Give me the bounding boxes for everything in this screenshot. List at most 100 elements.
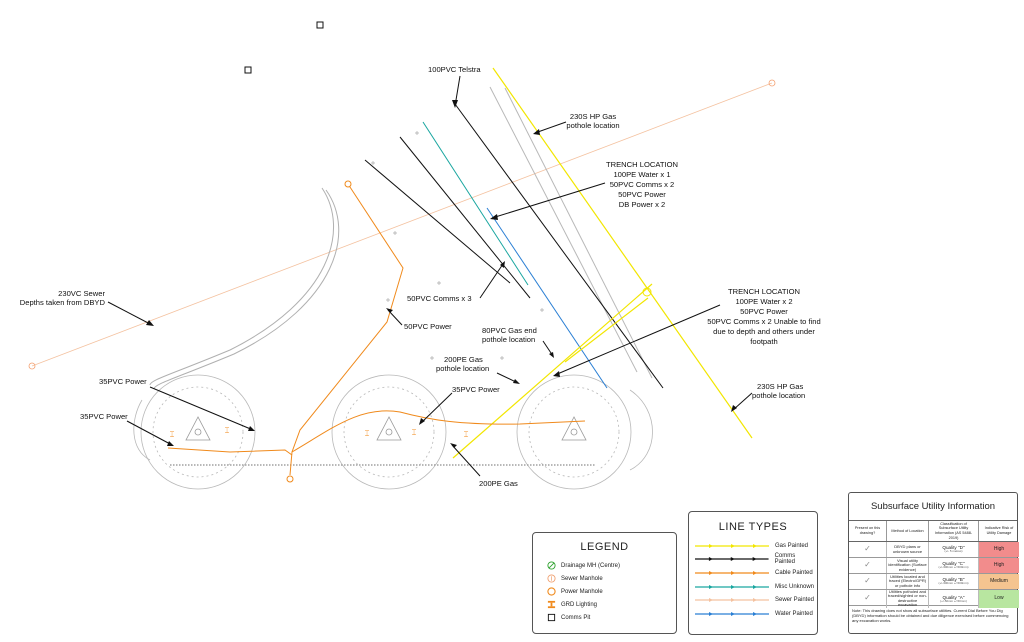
comms-pit-icon xyxy=(545,613,557,623)
label-power-35-a: 35PVC Power xyxy=(99,377,147,386)
leader-arrowheads xyxy=(146,100,737,448)
check-icon: ✓ xyxy=(849,558,887,573)
label-pe-gas-1: 200PE Gas xyxy=(444,355,483,364)
line-swatch xyxy=(695,611,769,616)
label-sewer-2: Depths taken from DBYD xyxy=(20,298,106,307)
line-type-item: Gas Painted xyxy=(689,539,817,553)
line-types-title: LINE TYPES xyxy=(718,521,788,533)
sui-header-class: Classification of Subsurface Utility Inf… xyxy=(929,521,979,541)
sui-row: ✓Utilities potholed and traced/sighted o… xyxy=(849,589,1019,608)
sui-method: DBYD plans or unknown source xyxy=(887,542,929,557)
comms-lines xyxy=(364,103,664,389)
sui-quality: Quality "B"(+/-300mm +/-500mm) xyxy=(929,574,979,589)
legend-item-label: Comms Pit xyxy=(561,614,591,621)
legend-item-label: Power Manhole xyxy=(561,588,603,595)
kerb-line xyxy=(133,399,151,461)
sui-risk: High xyxy=(979,542,1019,557)
check-icon: ✓ xyxy=(849,590,887,608)
sewer-manhole-icon xyxy=(28,362,36,370)
svg-text:50PVC Comms x 2: 50PVC Comms x 2 xyxy=(610,180,675,189)
sui-header-method: Method of Location xyxy=(887,521,929,541)
sui-title: Subsurface Utility Information xyxy=(849,493,1017,521)
line-type-label: Cable Painted xyxy=(775,569,813,576)
legend-title: LEGEND xyxy=(580,541,629,553)
sui-risk: Low xyxy=(979,590,1019,608)
legend-item-label: GRD Lighting xyxy=(561,601,598,608)
line-type-item: Misc Unknown xyxy=(689,580,817,594)
sui-row: ✓Visual utility identification (Surface … xyxy=(849,558,1019,574)
svg-text:100PE Water x 2: 100PE Water x 2 xyxy=(735,297,792,306)
road-bulb-centre xyxy=(331,374,447,490)
kerb-line xyxy=(149,187,334,386)
legend-panel: LEGEND Drainage MH (Centre) Sewer Manhol… xyxy=(532,532,677,634)
comms-pit-icon xyxy=(316,21,324,29)
svg-text:100PE Water x 1: 100PE Water x 1 xyxy=(613,170,670,179)
sui-header-row: Present on this drawing? Method of Locat… xyxy=(849,521,1017,542)
sui-header-risk: Indicative Risk of Utility Damage xyxy=(984,526,1014,535)
power-manhole-icon xyxy=(286,475,294,483)
label-trench-1: TRENCH LOCATION 100PE Water x 1 50PVC Co… xyxy=(606,160,678,209)
grd-lighting-icon xyxy=(545,600,557,610)
line-swatch xyxy=(695,557,769,562)
label-power-35-b: 35PVC Power xyxy=(452,385,500,394)
gas-pothole-icon xyxy=(642,287,652,297)
line-type-label: Comms Painted xyxy=(774,553,796,566)
sui-row: ✓Utilities located and traced (Electro/G… xyxy=(849,574,1019,590)
sui-quality: Quality "C"(+/-300mm +/-500mm) xyxy=(929,558,979,573)
svg-text:50PVC Comms x 2 Unable to find: 50PVC Comms x 2 Unable to find xyxy=(707,317,821,326)
line-type-item: Cable Painted xyxy=(689,566,817,580)
power-manhole-icon xyxy=(344,180,352,188)
legend-item: Drainage MH (Centre) xyxy=(533,559,676,572)
svg-text:footpath: footpath xyxy=(750,337,777,346)
line-type-label: Sewer Painted xyxy=(775,597,815,604)
check-icon: ✓ xyxy=(849,542,887,557)
label-telstra: 100PVC Telstra xyxy=(428,65,481,74)
kerb-line xyxy=(153,189,340,390)
line-type-item: Sewer Painted xyxy=(689,593,817,607)
label-hp-gas-top-2: pothole location xyxy=(566,121,619,130)
svg-text:⌶: ⌶ xyxy=(225,426,230,435)
label-power-50: 50PVC Power xyxy=(404,322,452,331)
power-manhole-icon xyxy=(545,587,557,597)
legend-item: GRD Lighting xyxy=(533,598,676,611)
kerb-line xyxy=(489,86,638,373)
misc-unknown-line xyxy=(422,121,529,286)
svg-text:⌶: ⌶ xyxy=(170,430,175,439)
label-hp-gas-top-1: 230S HP Gas xyxy=(570,112,616,121)
sui-header-present: Present on this drawing? xyxy=(849,521,887,541)
cable-lines xyxy=(167,183,586,476)
svg-text:50PVC Power: 50PVC Power xyxy=(618,190,666,199)
gas-lines xyxy=(452,67,753,459)
label-hp-gas-bot-1: 230S HP Gas xyxy=(757,382,803,391)
sui-quality: Quality "D"(+/- 5 metres) xyxy=(929,542,979,557)
svg-text:⌶: ⌶ xyxy=(365,429,370,438)
sewer-line xyxy=(31,82,773,367)
road-bulb-left xyxy=(140,374,256,490)
line-swatch xyxy=(695,570,769,575)
sui-method: Visual utility identification (Surface e… xyxy=(887,558,929,573)
line-type-item: Water Painted xyxy=(689,607,817,621)
label-pe-gas-bottom: 200PE Gas xyxy=(479,479,518,488)
sui-quality: Quality "A"(+/-50mm +/-50mm) xyxy=(929,590,979,608)
sui-risk: High xyxy=(979,558,1019,573)
svg-text:DB Power x 2: DB Power x 2 xyxy=(619,200,665,209)
leader-lines xyxy=(107,75,753,477)
sewer-manhole-icon xyxy=(768,79,776,87)
svg-text:due to depth and others under: due to depth and others under xyxy=(713,327,815,336)
label-pe-gas-2: pothole location xyxy=(436,364,489,373)
line-swatch xyxy=(695,584,769,589)
svg-text:⌶: ⌶ xyxy=(464,430,469,439)
svg-text:TRENCH LOCATION: TRENCH LOCATION xyxy=(728,287,800,296)
svg-text:⌶: ⌶ xyxy=(412,428,417,437)
drainage-manhole-icon xyxy=(545,561,557,571)
label-gas-end-1: 80PVC Gas end xyxy=(482,326,537,335)
label-power-35-c: 35PVC Power xyxy=(80,412,128,421)
kerb-line xyxy=(504,87,653,379)
road-bulb-right xyxy=(516,374,632,490)
svg-text:TRENCH LOCATION: TRENCH LOCATION xyxy=(606,160,678,169)
subsurface-utility-table: Subsurface Utility Information Present o… xyxy=(848,492,1019,634)
grd-lighting-icon: ⌶ ⌶ ⌶ ⌶ ⌶ xyxy=(170,426,469,439)
